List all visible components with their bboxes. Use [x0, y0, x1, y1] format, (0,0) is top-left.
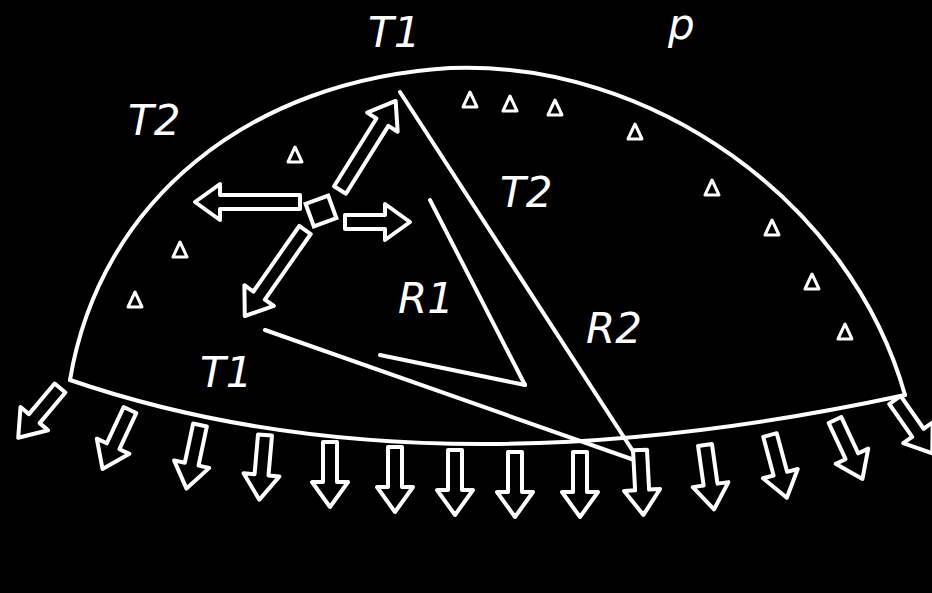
shell-outline: [70, 68, 905, 395]
force-label: p: [668, 4, 695, 46]
force-label: R1: [398, 278, 454, 320]
force-label: T1: [368, 12, 420, 54]
force-label: T2: [500, 172, 552, 214]
pressure-marks: [128, 92, 852, 339]
force-label: T2: [128, 100, 180, 142]
element-tension-arrows: [195, 91, 411, 326]
radius-line: [400, 92, 640, 462]
force-label: T1: [200, 352, 252, 394]
edge-force-arrows: [4, 376, 932, 517]
force-label: R2: [586, 308, 642, 350]
radius-line: [380, 355, 525, 385]
